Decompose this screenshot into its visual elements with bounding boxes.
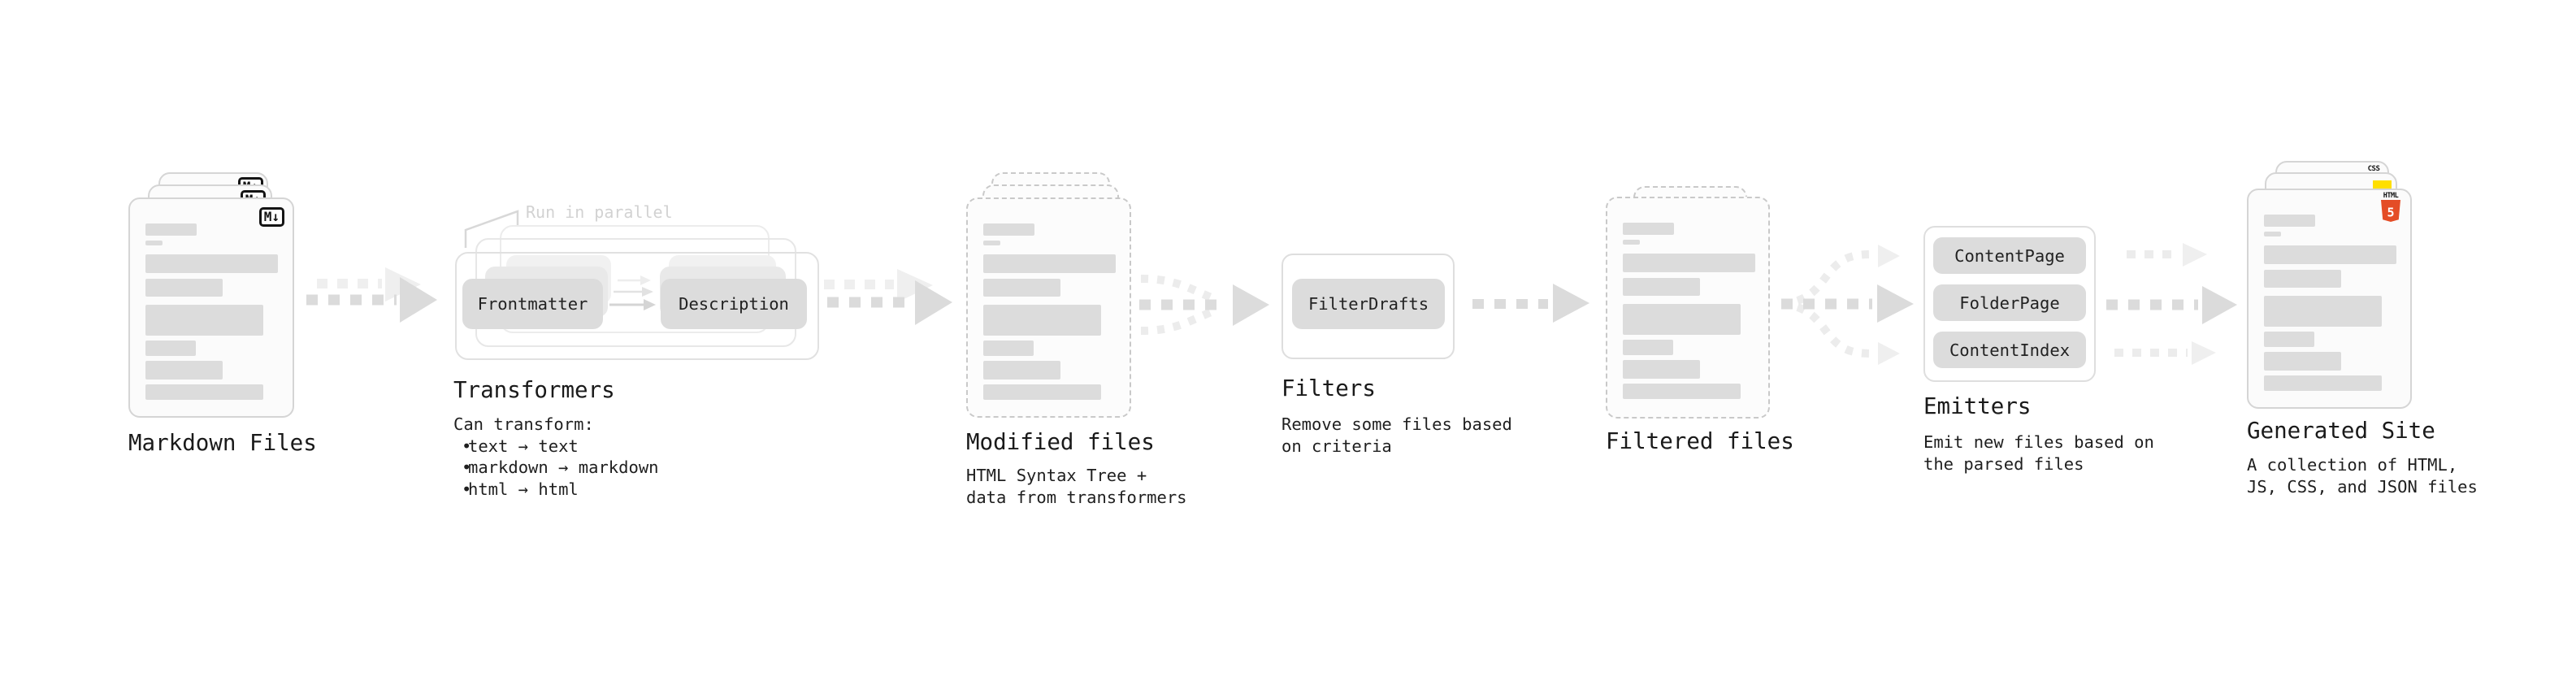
bullet-label: html → html xyxy=(468,479,579,499)
placeholder-line xyxy=(2264,215,2315,227)
placeholder-line xyxy=(983,340,1034,356)
filter-node-filterdrafts: FilterDrafts xyxy=(1292,279,1445,329)
placeholder-line xyxy=(983,241,1000,245)
placeholder-line xyxy=(2264,375,2382,391)
placeholder-line xyxy=(1623,254,1755,272)
placeholder-line xyxy=(1623,360,1700,379)
caption-line: HTML Syntax Tree + xyxy=(966,466,1147,485)
caption-line: the parsed files xyxy=(1923,453,2084,474)
transform-bullet-text: • text → text xyxy=(453,436,659,458)
modified-files-stack xyxy=(966,172,1153,418)
placeholder-line xyxy=(1623,384,1741,399)
placeholder-line xyxy=(2264,296,2382,327)
filtered-file-card-front xyxy=(1606,197,1770,419)
document-placeholder-lines xyxy=(1623,223,1755,399)
transformer-node-frontmatter: Frontmatter xyxy=(462,279,603,329)
transform-bullet-html: • html → html xyxy=(453,479,659,501)
caption-line: data from transformers xyxy=(966,487,1187,507)
transform-bullet-markdown: • markdown → markdown xyxy=(453,457,659,479)
emitters-label: Emitters xyxy=(1923,393,2032,419)
caption-line: A collection of HTML, xyxy=(2247,455,2458,475)
transformers-caption: Can transform: • text → text • markdown … xyxy=(453,414,659,500)
bullet-icon: • xyxy=(462,458,472,477)
placeholder-line xyxy=(1623,223,1674,235)
filters-caption: Remove some files based on criteria xyxy=(1281,414,1512,457)
css-icon-text: CSS xyxy=(2367,165,2380,173)
modified-files-label: Modified files xyxy=(966,429,1155,455)
placeholder-line xyxy=(145,254,278,273)
markdown-files-stack: M↓ M↓ M↓ xyxy=(128,172,315,418)
markdown-files-label: Markdown Files xyxy=(128,430,317,456)
bullet-icon: • xyxy=(462,436,472,456)
emitter-node-folderpage: FolderPage xyxy=(1933,284,2086,321)
bullet-label: text → text xyxy=(468,436,579,456)
placeholder-line xyxy=(145,223,197,236)
placeholder-line xyxy=(145,305,263,336)
placeholder-line xyxy=(2264,245,2396,264)
caption-line: JS, CSS, and JSON files xyxy=(2247,476,2478,497)
generated-site-caption: A collection of HTML, JS, CSS, and JSON … xyxy=(2247,454,2478,497)
emitter-node-contentindex: ContentIndex xyxy=(1933,332,2086,368)
placeholder-line xyxy=(145,340,196,356)
placeholder-line xyxy=(145,241,163,245)
svg-text:5: 5 xyxy=(2387,206,2394,220)
transformers-box-front xyxy=(455,252,819,360)
generated-html-card: HTML 5 xyxy=(2247,189,2412,409)
markdown-file-card-front: M↓ xyxy=(128,197,294,418)
filters-label: Filters xyxy=(1281,375,1376,401)
bullet-icon: • xyxy=(462,479,472,499)
caption-line: Remove some files based xyxy=(1281,414,1512,434)
emitters-caption: Emit new files based on the parsed files xyxy=(1923,432,2154,475)
arrow-modified-to-filters xyxy=(1139,275,1269,335)
caption-line: Emit new files based on xyxy=(1923,432,2154,452)
document-placeholder-lines xyxy=(2264,215,2396,391)
document-placeholder-lines xyxy=(145,223,278,400)
html5-icon: HTML 5 xyxy=(2380,193,2401,222)
transformers-caption-title: Can transform: xyxy=(453,414,594,434)
placeholder-line xyxy=(983,223,1034,236)
transformer-node-description: Description xyxy=(661,279,807,329)
placeholder-line xyxy=(1623,340,1673,355)
placeholder-line xyxy=(983,254,1116,273)
placeholder-line xyxy=(2264,232,2281,236)
run-in-parallel-annotation: Run in parallel xyxy=(526,202,673,222)
placeholder-line xyxy=(1623,304,1741,335)
placeholder-line xyxy=(983,361,1060,380)
transformers-label: Transformers xyxy=(453,377,615,403)
placeholder-line xyxy=(2264,332,2314,347)
arrow-transformers-to-modified xyxy=(824,269,952,325)
placeholder-line xyxy=(145,384,263,400)
generated-site-label: Generated Site xyxy=(2247,418,2435,444)
filtered-files-stack xyxy=(1606,186,1793,422)
placeholder-line xyxy=(983,305,1101,336)
markdown-icon: M↓ xyxy=(258,207,284,227)
placeholder-line xyxy=(983,384,1101,400)
arrow-emitters-to-generated xyxy=(2106,243,2237,365)
modified-file-card-front xyxy=(966,197,1131,418)
js-icon xyxy=(2373,180,2392,189)
bullet-label: markdown → markdown xyxy=(468,458,659,477)
generated-site-stack: CSS HTML 5 xyxy=(2247,161,2434,413)
filtered-files-label: Filtered files xyxy=(1606,428,1794,454)
caption-line: on criteria xyxy=(1281,436,1392,456)
placeholder-line xyxy=(983,279,1060,297)
placeholder-line xyxy=(1623,240,1640,245)
document-placeholder-lines xyxy=(983,223,1116,400)
placeholder-line xyxy=(1623,278,1700,296)
emitter-node-contentpage: ContentPage xyxy=(1933,237,2086,274)
html5-icon-text: HTML xyxy=(2383,192,2399,200)
arrow-filtered-to-emitters xyxy=(1781,245,1914,365)
arrow-markdown-to-transformers xyxy=(306,267,437,323)
modified-files-caption: HTML Syntax Tree + data from transformer… xyxy=(966,465,1187,508)
placeholder-line xyxy=(145,361,223,380)
placeholder-line xyxy=(2264,352,2341,371)
placeholder-line xyxy=(2264,270,2341,288)
arrow-filters-to-filtered xyxy=(1472,284,1589,323)
placeholder-line xyxy=(145,279,223,297)
